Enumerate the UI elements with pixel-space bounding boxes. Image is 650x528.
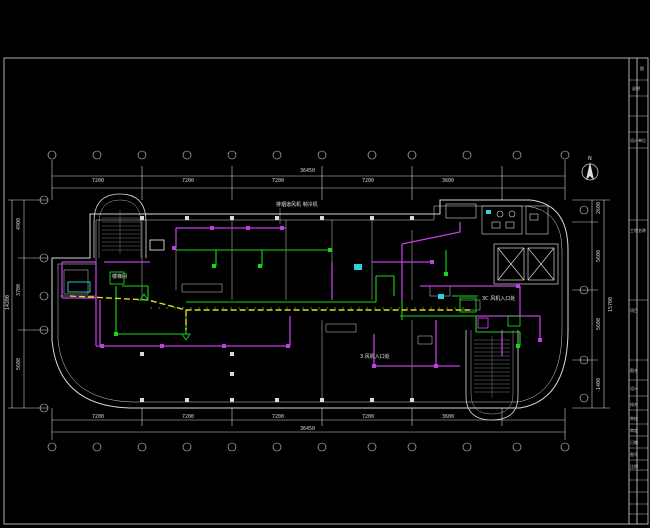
bottom-dim-total: 36450	[300, 426, 315, 432]
right-dim-0: 2600	[596, 202, 602, 214]
top-dimension-text: 7200 7200 7200 7200 3600 36450	[92, 168, 454, 184]
interior-walls	[60, 220, 481, 402]
title-block-row-3: 图名	[630, 367, 638, 373]
left-axis-bubbles	[39, 195, 49, 413]
top-dim-2: 7200	[272, 178, 284, 184]
top-dimension-lines	[51, 160, 566, 200]
title-block-row-4: 设计	[630, 385, 638, 391]
structural-columns	[140, 216, 414, 402]
elevator-core	[493, 243, 559, 285]
title-block-row-7: 审定	[630, 427, 638, 433]
left-dimension-text: 4900 3700 5600 14200	[5, 218, 22, 370]
right-dim-1: 5600	[596, 250, 602, 262]
diffusers	[100, 226, 542, 368]
right-dim-2: 5600	[596, 318, 602, 330]
right-dimension-lines	[572, 199, 610, 409]
title-block-text: 图 说明 设计单位 工程名称 项目 图名 设计 校对 审核 审定 日期 图号 比…	[630, 65, 646, 469]
top-dim-3: 7200	[362, 178, 374, 184]
drawing-frame	[3, 57, 649, 525]
cyan-markers	[354, 210, 491, 299]
building-outline	[51, 199, 569, 409]
stair-tower-right	[465, 330, 519, 421]
title-block-row-8: 日期	[630, 439, 638, 445]
green-duct-network	[115, 249, 521, 346]
north-label: N	[588, 156, 592, 162]
right-dimension-text: 2600 5600 5600 1400 15700	[596, 202, 614, 390]
bottom-dim-4: 3600	[442, 414, 454, 420]
bottom-dimension-lines	[51, 408, 566, 440]
stair-tower-left	[93, 193, 147, 258]
title-block-row-10: 比例	[630, 463, 638, 469]
main-yellow-trunk	[69, 295, 470, 330]
title-block-row-2: 项目	[630, 307, 638, 313]
title-block-row-9: 图号	[630, 451, 638, 457]
green-diffusers	[114, 248, 520, 348]
title-block-row-0: 设计单位	[630, 137, 646, 143]
left-dimension-lines	[8, 199, 48, 409]
left-dim-1: 3700	[16, 284, 22, 296]
title-block-row-6: 审核	[630, 415, 638, 421]
bottom-dim-1: 7200	[182, 414, 194, 420]
label-stair-note: 楼梯间	[112, 273, 127, 280]
right-dim-total: 15700	[608, 297, 614, 312]
bottom-dimension-text: 7200 7200 7200 7200 3600 36450	[92, 414, 454, 432]
annotations: 排烟道风机 制冷机 3C 风机入口处 3 风机入口处 楼梯间	[112, 201, 515, 360]
top-dim-1: 7200	[182, 178, 194, 184]
label-right-note: 3C 风机入口处	[482, 295, 515, 302]
title-block-row-1: 工程名称	[630, 227, 646, 233]
bottom-dim-0: 7200	[92, 414, 104, 420]
title-block-header-2: 说明	[632, 85, 640, 91]
top-dim-total: 36450	[300, 168, 315, 174]
north-arrow: N	[581, 156, 599, 181]
bottom-dim-2: 7200	[272, 414, 284, 420]
purple-duct-network	[61, 222, 541, 367]
bottom-dim-3: 7200	[362, 414, 374, 420]
toilet-block	[445, 203, 549, 235]
title-block-header-1: 图	[640, 65, 644, 71]
bottom-axis-bubbles	[47, 442, 570, 452]
left-dim-2: 5600	[16, 358, 22, 370]
left-dim-total: 14200	[5, 295, 11, 310]
equipment-markers	[67, 239, 521, 341]
top-dim-0: 7200	[92, 178, 104, 184]
top-axis-bubbles	[47, 150, 570, 160]
label-bottom-note: 3 风机入口处	[360, 353, 390, 360]
label-top-note: 排烟道风机 制冷机	[276, 201, 318, 208]
left-dim-0: 4900	[16, 218, 22, 230]
title-block	[629, 79, 648, 515]
title-block-row-5: 校对	[630, 401, 638, 407]
right-dim-3: 1400	[596, 378, 602, 390]
right-axis-bubbles	[579, 205, 589, 403]
top-dim-4: 3600	[442, 178, 454, 184]
